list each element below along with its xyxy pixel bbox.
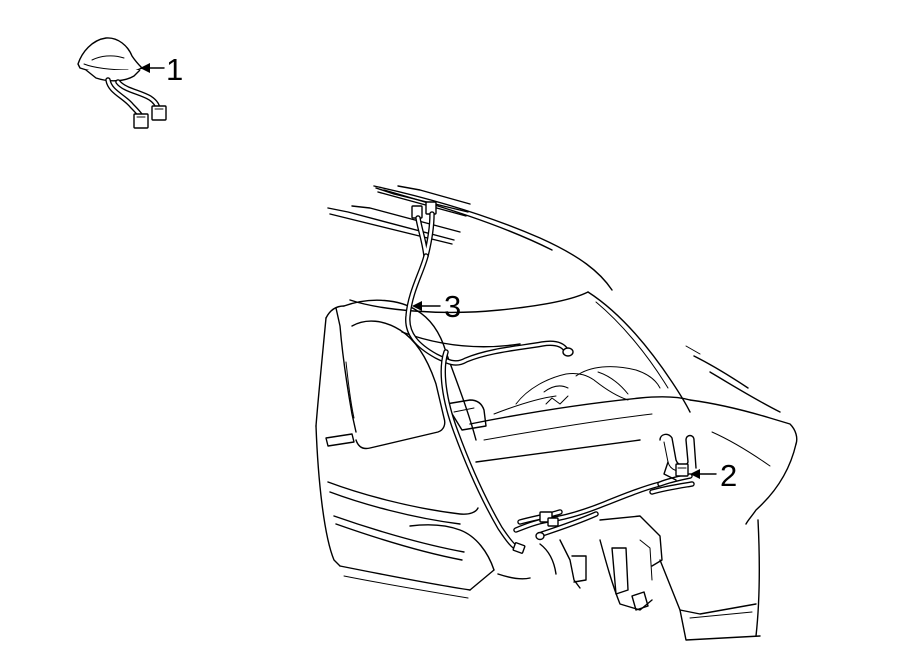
cable-bracket-part[interactable] xyxy=(649,433,697,495)
antenna-module-part[interactable] xyxy=(77,37,167,129)
callout-1: 1 xyxy=(140,52,183,87)
callout-3: 3 xyxy=(412,289,461,324)
callout-label-3: 3 xyxy=(444,289,461,324)
callout-label-1: 1 xyxy=(166,52,183,87)
callout-2: 2 xyxy=(690,458,737,493)
antenna-cable-harness-part[interactable] xyxy=(405,201,663,554)
callout-label-2: 2 xyxy=(720,458,737,493)
vehicle-outline xyxy=(315,185,798,641)
